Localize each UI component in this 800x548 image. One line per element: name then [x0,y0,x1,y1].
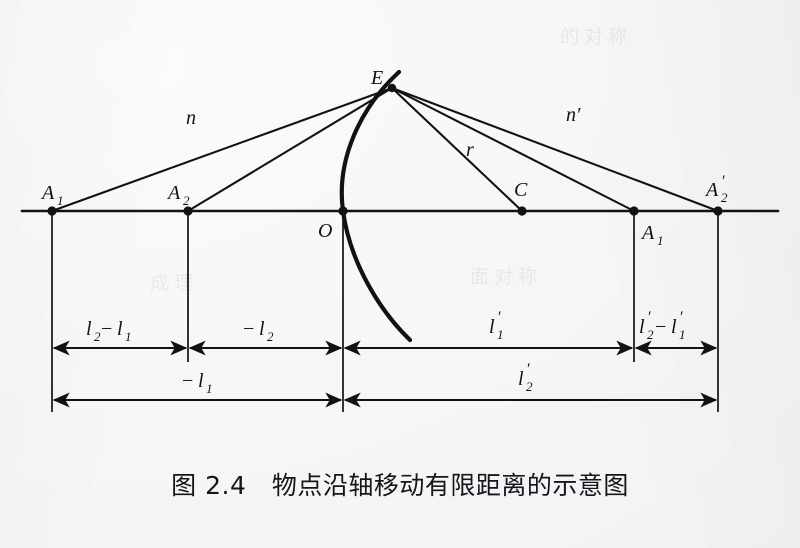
dim-l2-minus-l1-base1: l [86,318,92,340]
dim-l1p-mark: ′ [679,309,683,326]
dim-l2-minus-l1-minus: − [101,318,112,340]
label-E-base: E [370,67,383,89]
label-O-base: O [318,220,332,242]
label-A2-prime-subscript: 2 [721,190,728,205]
label-A1-prime-base: A [640,222,655,244]
label-A1: A 1 [40,182,64,208]
radius-line-EC [391,87,523,212]
dimension-label-l2p-minus-l1p: l 2 ′ − l 1 ′ [639,309,686,342]
dim-l1p-sub: 1 [679,327,686,342]
dim-minus-l1-minus: − [182,370,193,392]
dim-minus-l2-sub: 2 [267,329,274,344]
label-A1-prime-subscript: 1 [657,233,664,248]
label-A2-subscript: 2 [183,193,190,208]
label-E: E [370,67,383,89]
label-A2-prime-mark: ′ [721,173,725,190]
dimension-label-l2-prime: l 2 ′ [518,361,533,394]
label-radius-r: r [466,139,474,161]
refracted-ray-to-A1-prime [391,87,635,212]
label-A2-prime: A 2 ′ [704,173,728,205]
incident-ray-from-A1 [51,87,393,212]
dim-minus-l2-minus: − [243,318,254,340]
point-dot-A1 [47,206,57,216]
figure-caption: 图 2.4 物点沿轴移动有限距离的示意图 [171,471,629,500]
dim-l2p-base: l [639,316,645,338]
dim-l2-prime-mark: ′ [526,361,530,378]
incident-ray-from-A2 [187,87,393,212]
label-A1-prime: A 1 [640,222,664,248]
point-dot-C [517,206,527,216]
dim-minus-l1-sub: 1 [206,381,213,396]
dim-l1-prime-mark: ′ [497,309,501,326]
point-dot-A2-prime [713,206,723,216]
label-A2-base: A [166,182,181,204]
label-A2: A 2 [166,182,190,208]
dimension-label-l2-minus-l1: l 2 − l 1 [86,318,132,344]
dim-l1-prime-base: l [489,316,495,338]
point-dot-O [338,206,348,216]
dimension-label-l1-prime: l 1 ′ [489,309,504,342]
dim-minus-l2-base: l [259,318,265,340]
dim-l2-prime-sub: 2 [526,379,533,394]
dim-l2p-sub: 2 [647,327,654,342]
dim-l2-minus-l1-sub2: 1 [125,329,132,344]
dim-minus-l1-base: l [198,370,204,392]
point-dot-A1-prime [629,206,639,216]
point-dot-A2 [183,206,193,216]
dim-l1p-base: l [671,316,677,338]
dim-l1-prime-sub: 1 [497,327,504,342]
point-dot-E [387,83,397,93]
label-A2-prime-base: A [704,179,719,201]
label-A1-base: A [40,182,55,204]
label-index-n: n [186,107,196,129]
label-C-base: C [514,179,528,201]
label-index-n-prime: n′ [566,104,581,126]
label-C: C [514,179,528,201]
dimension-label-minus-l1: − l 1 [182,370,213,396]
dim-l2p-l1p-minus: − [655,316,666,338]
label-O: O [318,220,332,242]
dim-l2p-mark: ′ [647,309,651,326]
label-A1-subscript: 1 [57,193,64,208]
dim-l2-prime-base: l [518,368,524,390]
dimension-label-minus-l2: − l 2 [243,318,274,344]
dim-l2-minus-l1-base2: l [117,318,123,340]
dim-l2-minus-l1-sub1: 2 [94,329,101,344]
refracted-ray-to-A2-prime [391,87,719,212]
